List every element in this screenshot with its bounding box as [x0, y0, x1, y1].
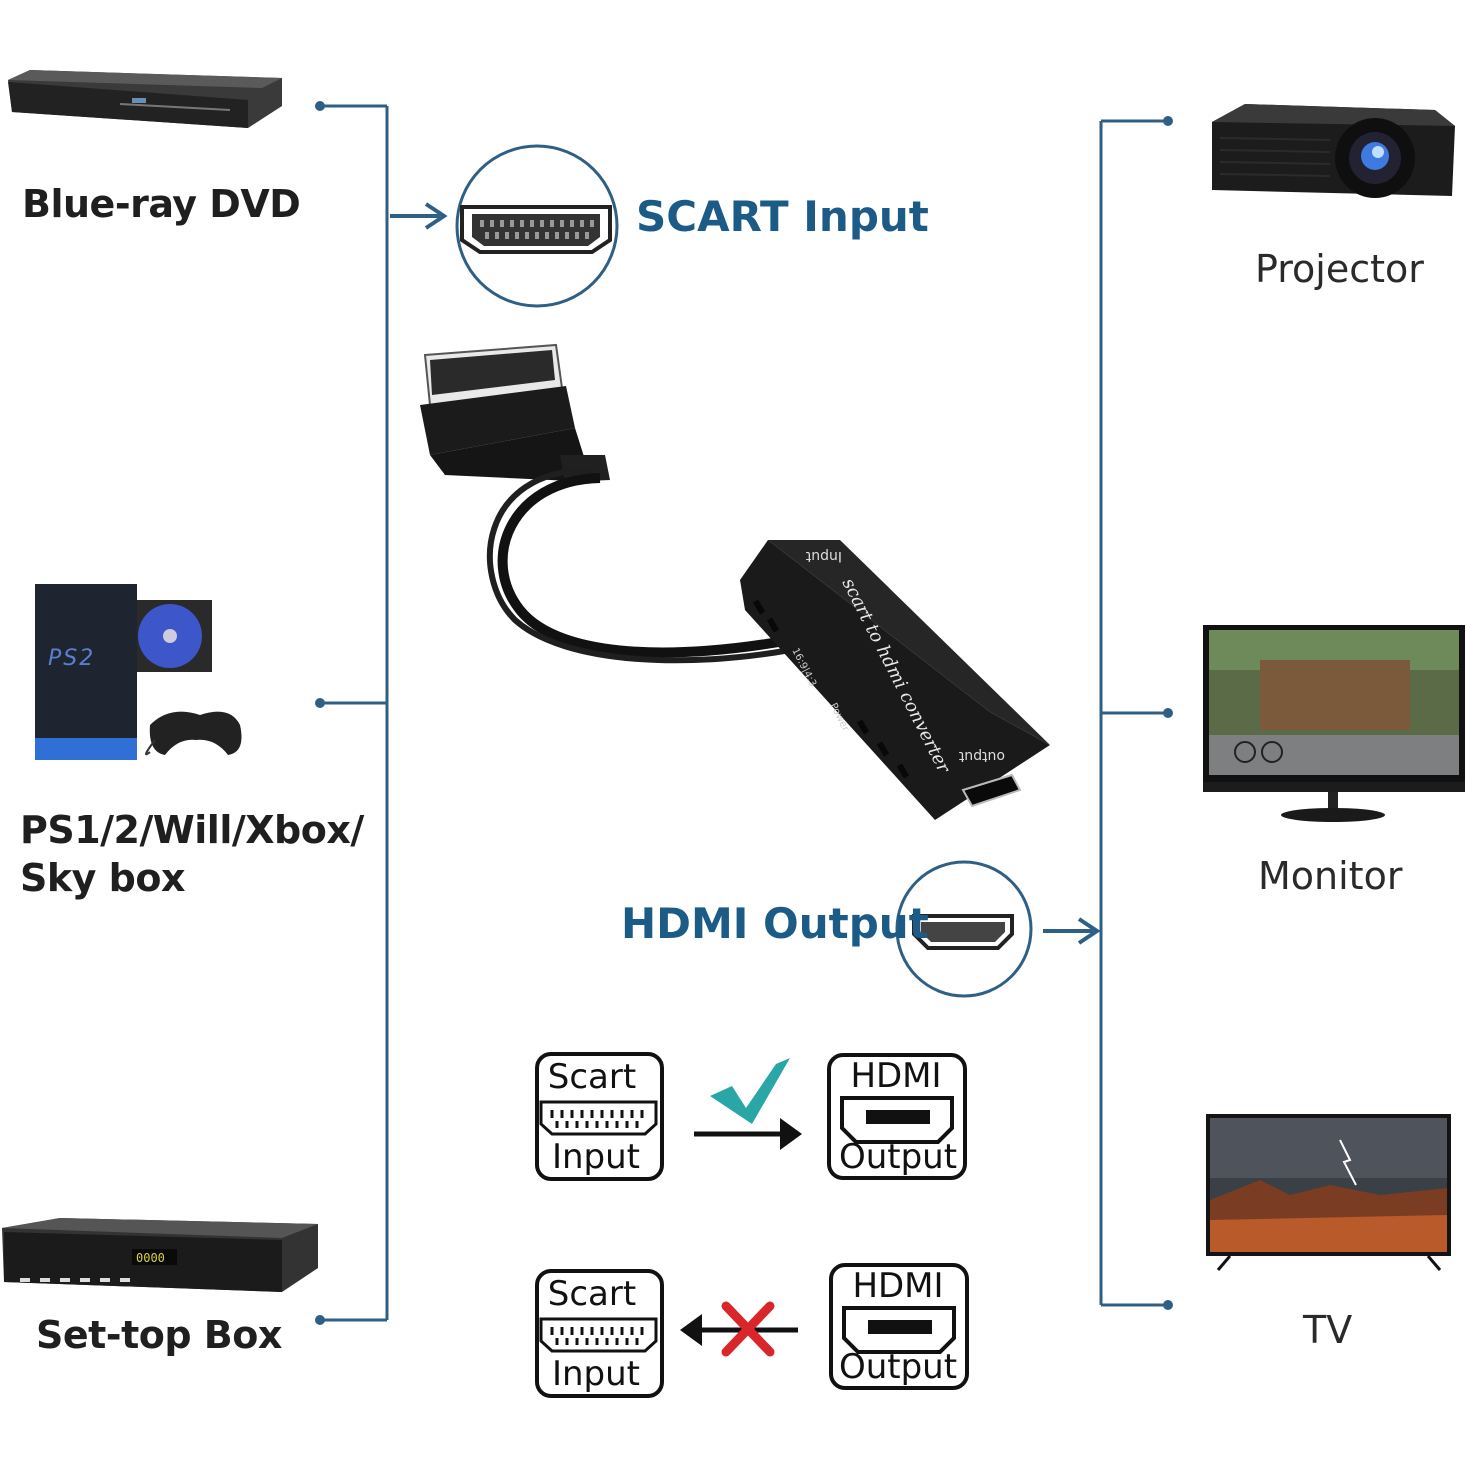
hdmi-output-label: HDMI Output	[621, 899, 929, 948]
scart-to-hdmi-converter-image	[420, 343, 1050, 820]
valid-hdmi-bottom: Output	[839, 1137, 957, 1177]
dest-dot-tv	[1163, 1300, 1173, 1310]
input-arrow	[390, 202, 448, 230]
valid-scart-bottom: Input	[552, 1137, 640, 1177]
invalid-hdmi-badge	[829, 1263, 969, 1390]
dest-dot-projector	[1163, 116, 1173, 126]
destination-bus	[1099, 119, 1168, 1307]
projector-image	[1212, 104, 1455, 198]
scart-port-icon	[455, 144, 619, 308]
set-top-box-image: 0000	[2, 1218, 318, 1292]
dest-label-monitor: Monitor	[1258, 854, 1403, 898]
source-label-console-line1: PS1/2/Will/Xbox/	[20, 808, 364, 852]
invalid-scart-badge	[535, 1269, 664, 1398]
dest-label-projector: Projector	[1255, 247, 1424, 291]
valid-hdmi-top: HDMI	[850, 1056, 941, 1096]
game-console-image: PS2	[35, 584, 242, 760]
valid-scart-top: Scart	[548, 1057, 636, 1097]
invalid-scart-bottom: Input	[552, 1354, 640, 1394]
invalid-scart-top: Scart	[548, 1274, 636, 1314]
device-input-text: Input	[805, 548, 842, 564]
device-output-text: output	[958, 748, 1005, 764]
svg-text:PS2: PS2	[48, 646, 95, 671]
valid-arrow-icon	[694, 1118, 802, 1150]
source-dot-stb	[315, 1315, 325, 1325]
source-bus	[320, 104, 389, 1322]
valid-scart-badge	[535, 1052, 664, 1181]
source-label-console-line2: Sky box	[20, 856, 185, 900]
source-label-stb: Set-top Box	[36, 1313, 282, 1357]
hdmi-port-icon	[895, 860, 1033, 998]
output-arrow	[1043, 917, 1101, 945]
tv-image	[1206, 1114, 1451, 1271]
invalid-hdmi-top: HDMI	[852, 1266, 943, 1306]
svg-text:0000: 0000	[136, 1251, 165, 1265]
scart-input-label: SCART Input	[636, 192, 929, 241]
cross-icon	[721, 1301, 775, 1357]
dest-dot-monitor	[1163, 708, 1173, 718]
dvd-player-image	[8, 70, 282, 128]
monitor-image	[1203, 625, 1465, 822]
dest-label-tv: TV	[1303, 1308, 1353, 1352]
valid-hdmi-badge	[827, 1053, 967, 1180]
check-icon	[710, 1058, 790, 1124]
source-dot-dvd	[315, 101, 325, 111]
source-label-dvd: Blue-ray DVD	[22, 182, 301, 226]
invalid-hdmi-bottom: Output	[839, 1347, 957, 1387]
source-dot-console	[315, 698, 325, 708]
